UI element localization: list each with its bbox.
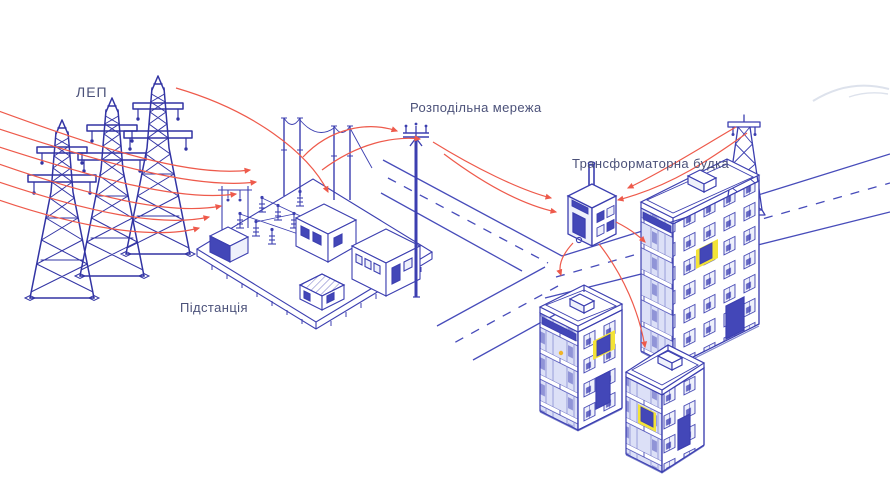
building-1 — [639, 158, 761, 370]
flow-lines-to-substation — [0, 110, 252, 174]
pylon-2 — [74, 97, 150, 280]
highlighted-window-3 — [638, 404, 656, 432]
flow-booth-to-building2 — [556, 242, 574, 277]
substation-illustration — [195, 117, 434, 330]
transformer-booth-illustration — [566, 161, 618, 248]
label-distribution-network: Розподільна мережа — [410, 100, 542, 115]
transmission-towers — [24, 75, 196, 302]
flow-booth-to-building3 — [598, 243, 648, 349]
highlighted-window-2 — [593, 330, 615, 360]
pylon-1 — [24, 119, 100, 302]
label-power-lines: ЛЕП — [76, 84, 108, 100]
building-3 — [624, 344, 706, 474]
label-transformer-booth: Трансформаторна будка — [572, 156, 730, 171]
label-substation: Підстанція — [180, 300, 248, 315]
power-flow-arrows — [0, 87, 748, 349]
flow-pole-to-booth — [432, 141, 553, 200]
flow-tower-to-booth — [626, 126, 737, 189]
flow-booth-to-building1 — [615, 221, 646, 243]
building-2 — [538, 284, 624, 432]
pylon-3 — [120, 75, 196, 258]
cloud-swoosh — [812, 84, 890, 102]
highlighted-window-1 — [696, 239, 718, 269]
flow-substation-to-pole — [302, 126, 399, 158]
